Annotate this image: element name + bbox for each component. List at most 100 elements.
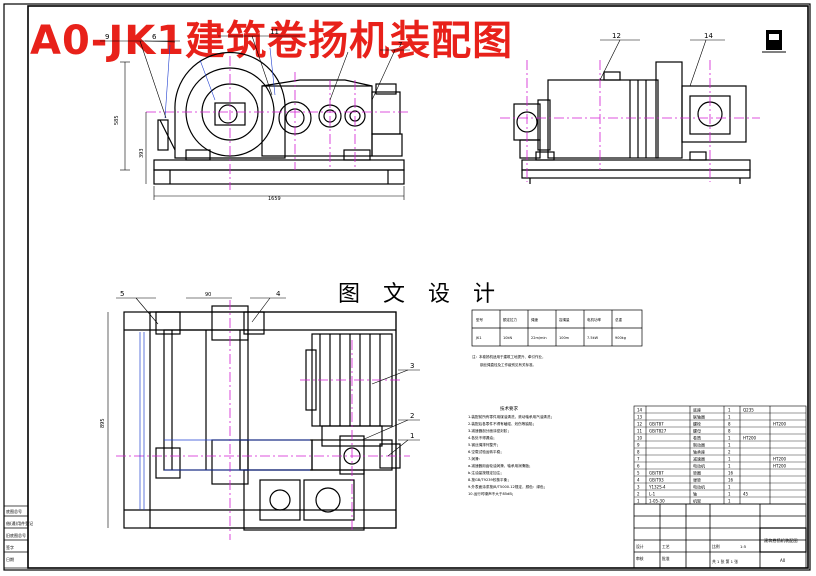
note-line: 8.按GB/T9239校核平衡；: [468, 477, 511, 482]
bom-cell-name: 螺母: [693, 428, 701, 434]
bom-cell-qty: 1: [728, 443, 731, 448]
bom-cell-index: 1: [637, 499, 640, 504]
corner-mark-icon: [762, 30, 786, 53]
bom-cell-code: GB/T87: [649, 471, 664, 476]
bom-cell-qty: 8: [728, 429, 731, 434]
left-stamp-line: 借(通)用件登记: [6, 520, 33, 526]
note-line: 6.空载试验运转平稳；: [468, 449, 504, 454]
bom-cell-qty: 1: [728, 408, 731, 413]
part-balloon-6: 6: [152, 33, 157, 41]
school-code: A0: [780, 558, 786, 563]
param-header: 电机功率: [587, 317, 601, 322]
bom-cell-code: GB/T827: [649, 429, 667, 434]
title-block: 设计 审核 工艺 批准 比例 1:5 共 1 张 第 1 张 建筑卷扬机装配图 …: [633, 503, 807, 569]
bom-cell-code: GB/T87: [649, 422, 664, 427]
param-value: JK1: [475, 336, 482, 340]
bom-cell-name: 螺栓: [693, 421, 701, 427]
dimension-height-a: 585: [114, 115, 120, 125]
part-balloon-1: 1: [410, 432, 414, 440]
param-value: 10kN: [503, 336, 512, 340]
sheet-border: [3, 3, 811, 571]
part-balloon-12: 12: [612, 32, 621, 40]
note-line: 1.装配前所有零件用煤油清洗，滚动轴承用汽油清洗；: [468, 414, 554, 419]
note-line: 10.运行时噪声不大于85dB；: [468, 491, 515, 496]
plan-view: 5 4 3 2 1 90 895: [100, 290, 420, 540]
bom-cell-index: 5: [637, 471, 640, 476]
part-balloon-9: 9: [105, 33, 109, 41]
left-stamp-line: 签字: [6, 544, 14, 550]
bom-cell-index: 14: [637, 408, 643, 413]
bom-cell-code: GB/T93: [649, 478, 664, 483]
note-line: 7.润滑：: [468, 456, 482, 461]
dimension-top: 90: [205, 292, 211, 298]
bom-cell-index: 13: [637, 415, 643, 420]
bom-cell-index: 6: [637, 464, 640, 469]
bom-cell-name: 减速器: [693, 456, 705, 462]
left-stamp-line: 日期: [6, 556, 14, 562]
param-value: 22m/min: [531, 336, 547, 340]
note-line: a.减速器用齿轮油润滑，轴承用润滑脂；: [468, 463, 532, 468]
dimension-width: 1659: [268, 196, 281, 202]
bom-cell-qty: 16: [728, 471, 734, 476]
bom-cell-name: 卷筒: [693, 435, 701, 441]
side-view: 12 14: [500, 32, 760, 184]
part-balloon-5: 5: [120, 290, 124, 298]
bom-cell-name: 弹垫: [693, 477, 701, 483]
bom-cell-index: 12: [637, 422, 643, 427]
bom-cell-qty: 2: [728, 450, 731, 455]
front-view: 9 6 11 7 1659 585 393: [100, 28, 410, 202]
bom-cell-name: 机架: [693, 498, 701, 504]
part-balloon-4: 4: [276, 290, 281, 298]
note-line: 4.各处不得漏油；: [468, 435, 497, 440]
bom-cell-qty: 1: [728, 485, 731, 490]
param-header: 绳速: [531, 317, 539, 322]
bom-cell-note: HT200: [773, 422, 787, 427]
param-header: 额定拉力: [503, 317, 517, 322]
drawing-name: 建筑卷扬机装配图: [764, 537, 798, 544]
bom-cell-qty: 1: [728, 464, 731, 469]
notes-title: 技术要求: [500, 405, 518, 412]
bom-cell-index: 8: [637, 450, 640, 455]
bom-cell-name: 底座: [693, 407, 701, 413]
left-stamp-text: 底图总号 借(通)用件登记 旧底图总号 签字 日期: [6, 508, 33, 562]
bom-cell-index: 7: [637, 457, 640, 462]
sheet-count: 共 1 张 第 1 张: [712, 559, 738, 564]
bom-cell-name: 垫圈: [693, 470, 701, 476]
bom-cell-name: 轴承座: [693, 449, 705, 455]
bom-cell-qty: 8: [728, 422, 731, 427]
bom-cell-name: 电动机: [693, 463, 705, 469]
left-stamp: [3, 505, 29, 569]
bom-cell-code: 1-05-30: [649, 499, 665, 504]
bom-cell-mat: HT200: [743, 436, 757, 441]
technical-notes: 技术要求 1.装配前所有零件用煤油清洗，滚动轴承用汽油清洗； 2.装配后各零件不…: [468, 405, 554, 496]
note-line: 9.外表面涂漆按JB/T5000.12规定，颜色：绿色；: [468, 484, 547, 489]
param-value: 900kg: [615, 336, 626, 340]
bom-cell-qty: 1: [728, 436, 731, 441]
bom-cell-qty: 1: [728, 415, 731, 420]
part-balloon-11: 11: [270, 28, 279, 36]
note-line: b.注油量按规定加注；: [468, 470, 504, 475]
param-header: 总重: [615, 317, 623, 322]
param-note: 钢丝绳直径及工作级别见有关标准。: [480, 362, 536, 367]
bom-cell-code: Y132S-4: [648, 485, 666, 490]
parameter-table: 型号 额定拉力 绳速 容绳量 电机功率 总重 JK1 10kN 22m/min …: [471, 309, 643, 367]
bom-cell-qty: 1: [728, 499, 731, 504]
note-line: 5.钢丝绳排列整齐；: [468, 442, 500, 447]
bom-cell-index: 9: [637, 443, 640, 448]
bom-cell-index: 11: [637, 429, 643, 434]
bom-cell-index: 2: [637, 492, 640, 497]
bom-cell-mat: 45: [743, 492, 749, 497]
checker-label: 审核: [636, 556, 644, 561]
left-stamp-line: 底图总号: [6, 508, 22, 514]
bom-cell-name: 制动器: [693, 442, 705, 448]
bom-cell-qty: 1: [728, 492, 731, 497]
bom-cell-qty: 1: [728, 457, 731, 462]
param-value: 100m: [559, 336, 570, 340]
scale-value: 1:5: [740, 544, 747, 549]
part-balloon-14: 14: [704, 32, 713, 40]
scale-label: 比例: [712, 544, 720, 549]
